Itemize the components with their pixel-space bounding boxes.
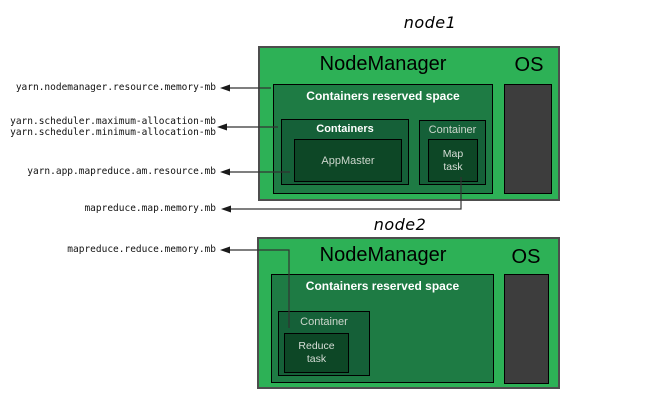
config-label-scheduler-minimum-allocation: yarn.scheduler.minimum-allocation-mb (10, 127, 216, 138)
node1-appmaster-box: AppMaster (294, 139, 402, 182)
node1-os-memory-rect (504, 84, 552, 194)
node1-container-label: Container (428, 124, 477, 136)
node2-os-memory-rect (504, 274, 549, 384)
node1-map-task-box: Map task (428, 139, 478, 182)
node1-containers-label: Containers (316, 123, 374, 135)
node2-reserved-label: Containers reserved space (305, 279, 460, 293)
node1-nodemanager-label: NodeManager (319, 53, 447, 75)
node1-title: node1 (403, 13, 457, 32)
node2-container-label: Container (300, 316, 348, 328)
node2-title: node2 (373, 215, 427, 234)
node1-containers-reserved-space-box: Containers reserved space Containers App… (273, 84, 493, 194)
arrowhead-reduce-memory-icon (220, 246, 230, 254)
node1-reserved-label: Containers reserved space (306, 89, 460, 103)
node1-containers-box: Containers AppMaster (281, 119, 409, 185)
node1-os-label: OS (514, 54, 544, 76)
config-label-map-memory: mapreduce.map.memory.mb (84, 203, 216, 214)
node2-containers-reserved-space-box: Containers reserved space Container Redu… (271, 274, 494, 383)
node2-box: NodeManager OS Containers reserved space… (257, 237, 560, 389)
node2-container-box: Container Reduce task (278, 311, 370, 376)
node2-os-label: OS (511, 246, 541, 268)
arrowhead-nodemanager-resource-memory-icon (220, 84, 230, 92)
node1-appmaster-label: AppMaster (321, 154, 375, 167)
arrowhead-map-memory-icon (221, 205, 231, 213)
arrowhead-am-resource-icon (220, 168, 230, 176)
node2-nodemanager-label: NodeManager (319, 244, 447, 266)
config-label-reduce-memory: mapreduce.reduce.memory.mb (67, 244, 216, 255)
node1-box: NodeManager OS Containers reserved space… (258, 46, 560, 201)
config-label-scheduler-maximum-allocation: yarn.scheduler.maximum-allocation-mb (10, 116, 216, 127)
config-label-am-resource: yarn.app.mapreduce.am.resource.mb (27, 166, 216, 177)
arrowhead-scheduler-allocation-icon (217, 123, 227, 131)
node1-map-task-label: Map task (442, 147, 464, 173)
config-label-nodemanager-resource-memory: yarn.nodemanager.resource.memory-mb (15, 82, 216, 93)
node2-reduce-task-label: Reduce task (298, 340, 335, 365)
node1-container-box: Container Map task (419, 120, 486, 185)
node2-reduce-task-box: Reduce task (284, 333, 349, 373)
